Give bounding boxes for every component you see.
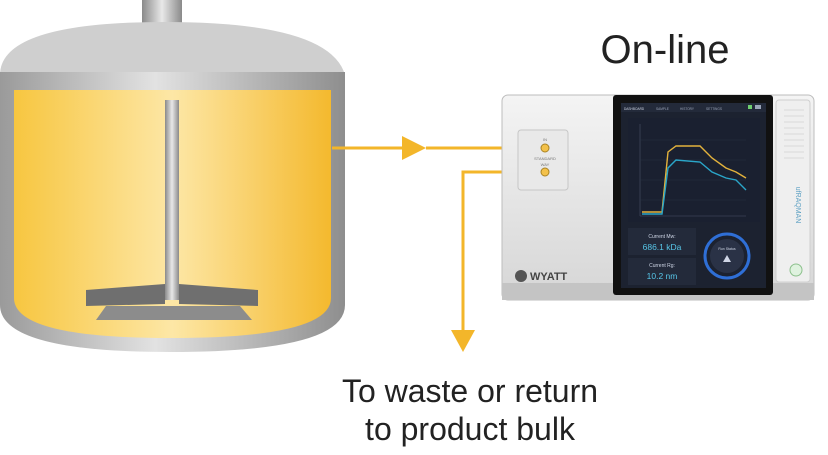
impeller bbox=[86, 284, 258, 320]
vent-grille bbox=[784, 109, 804, 159]
outlet-caption: To waste or return to product bulk bbox=[260, 372, 680, 448]
run-triangle-icon bbox=[723, 255, 731, 262]
brand-name: WYATT bbox=[530, 271, 568, 283]
tab-sample[interactable]: SAMPLE bbox=[656, 107, 669, 111]
battery-icon bbox=[755, 105, 761, 109]
rg-label: Current Rg: bbox=[649, 263, 675, 269]
run-ring bbox=[703, 232, 751, 280]
wyatt-logo-icon bbox=[515, 270, 527, 282]
screen-tab-bar: DASHBOARD SAMPLE HISTORY SETTINGS bbox=[621, 103, 766, 112]
port-label-in: IN bbox=[543, 137, 547, 142]
port-panel bbox=[517, 129, 569, 191]
vessel-lid bbox=[0, 22, 345, 75]
power-button[interactable] bbox=[789, 263, 803, 277]
mixing-vessel bbox=[0, 0, 345, 352]
readout-panel: Current Mw: 686.1 kDa Current Rg: 10.2 n… bbox=[628, 228, 696, 285]
mw-label: Current Mw: bbox=[648, 234, 675, 240]
side-panel bbox=[775, 99, 811, 283]
page-title: On-line bbox=[600, 28, 730, 72]
port-label-way: WAY bbox=[541, 162, 550, 167]
tab-history[interactable]: HISTORY bbox=[680, 107, 695, 111]
agitator-shaft bbox=[165, 100, 179, 300]
run-control[interactable]: Run Status bbox=[703, 232, 751, 280]
run-button-label: Run Status bbox=[718, 247, 736, 251]
product-name: ufRAQMAN bbox=[794, 187, 801, 224]
instrument: IN STANDARD WAY WYATT ufRAQMAN DASHBOARD bbox=[501, 94, 815, 301]
mw-trace bbox=[642, 145, 747, 213]
rg-value: 10.2 nm bbox=[647, 271, 678, 281]
mw-value: 686.1 kDa bbox=[643, 242, 682, 252]
caption-line-1: To waste or return bbox=[341, 373, 599, 409]
rg-trace bbox=[642, 159, 747, 215]
outlet-port bbox=[540, 167, 550, 177]
inlet-port bbox=[540, 143, 550, 153]
screen-chart bbox=[628, 118, 760, 222]
inlet-arrow-icon bbox=[402, 136, 426, 160]
tab-dashboard[interactable]: DASHBOARD bbox=[624, 107, 645, 111]
tab-settings[interactable]: SETTINGS bbox=[706, 107, 722, 111]
outlet-arrow-icon bbox=[451, 330, 475, 352]
caption-line-2: to product bulk bbox=[365, 411, 575, 447]
status-led-icon bbox=[748, 105, 752, 109]
port-label-standard: STANDARD bbox=[534, 156, 556, 161]
